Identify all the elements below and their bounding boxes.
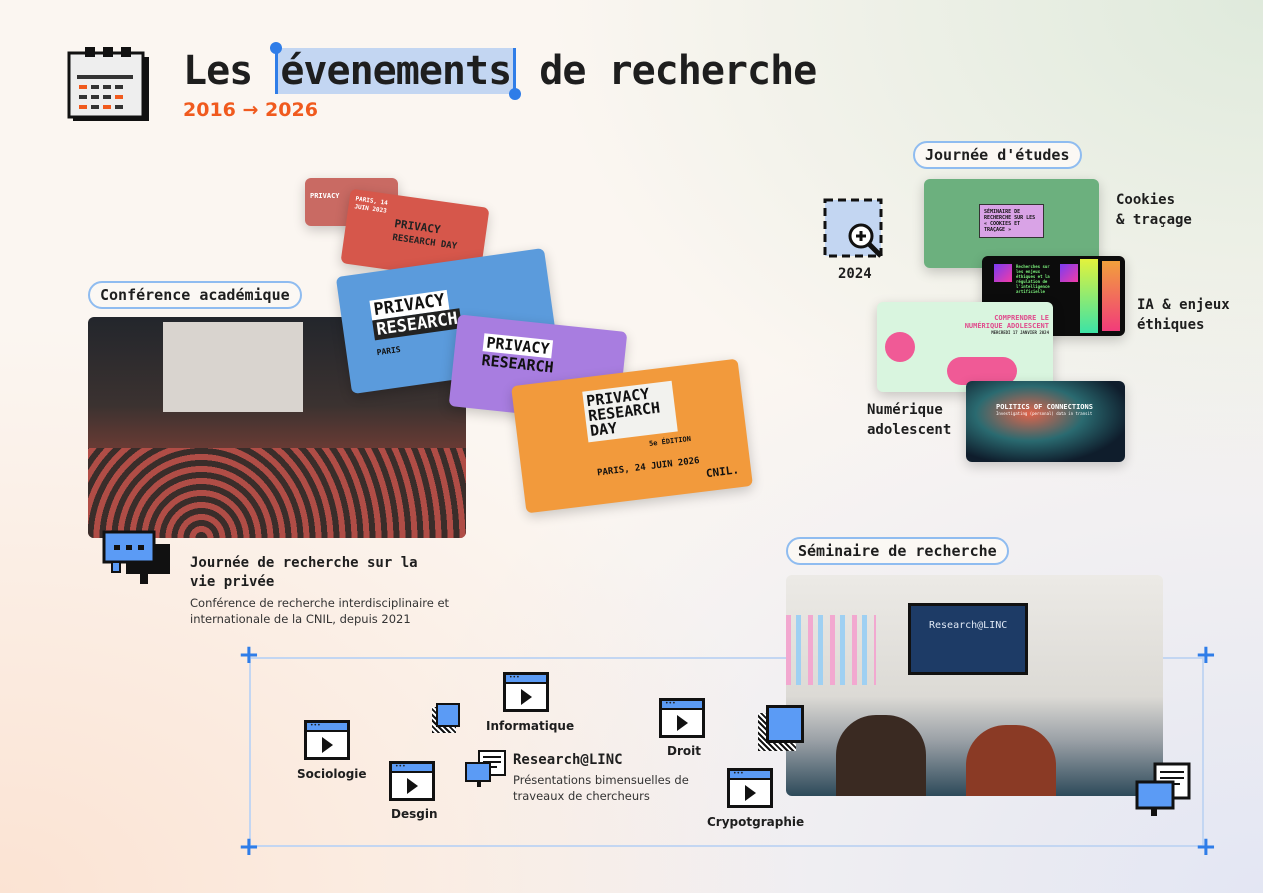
seminar-screen-text: Research@LINC <box>908 603 1028 675</box>
seminar-title: Research@LINC <box>513 752 623 768</box>
video-window-icon: ••• <box>304 720 350 760</box>
topic-sociologie: Sociologie <box>297 767 367 781</box>
topic-informatique: Informatique <box>486 719 575 733</box>
document-chat-icon <box>1135 762 1193 824</box>
video-stack-icon <box>758 705 804 751</box>
calendar-icon <box>65 45 155 125</box>
study-days-tag: Journée d'études <box>913 141 1082 169</box>
zoom-in-icon <box>823 198 887 266</box>
title-post: de recherche <box>539 48 817 94</box>
topic-cryptographie: Crypotgraphie <box>707 815 805 829</box>
label-ia: IA & enjeux éthiques <box>1137 297 1230 333</box>
label-cookies: Cookies & traçage <box>1116 192 1192 228</box>
seminar-photo: Research@LINC <box>786 575 1163 796</box>
conference-photo <box>88 317 466 538</box>
small-video-icon <box>432 703 460 733</box>
video-window-icon: ••• <box>727 768 773 808</box>
conference-title: Journée de recherche sur la vie privée <box>190 555 418 590</box>
topic-droit: Droit <box>667 744 701 758</box>
seminar-tag: Séminaire de recherche <box>786 537 1009 565</box>
years-range: 2016 → 2026 <box>183 99 318 121</box>
chat-bubbles-icon <box>100 528 172 590</box>
topic-design: Desgin <box>391 807 438 821</box>
corner-plus-icon: + <box>238 832 260 862</box>
video-window-icon: ••• <box>389 761 435 801</box>
title-highlight: évenements <box>270 42 522 100</box>
corner-plus-icon: + <box>238 640 260 670</box>
study-year: 2024 <box>838 266 872 282</box>
page-title: Les évenements de recherche <box>183 42 817 100</box>
title-pre: Les <box>183 48 253 94</box>
privacy-card-2023-date: PARIS, 14 JUIN 2023 <box>353 195 389 215</box>
study-card-cookies: SÉMINAIRE DE RECHERCHE SUR LES « COOKIES… <box>924 179 1099 268</box>
conference-tag: Conférence académique <box>88 281 302 309</box>
conference-description: Conférence de recherche interdisciplinai… <box>190 596 450 626</box>
corner-plus-icon: + <box>1195 640 1217 670</box>
video-window-icon: ••• <box>503 672 549 712</box>
seminar-description: Présentations bimensuelles de traveaux d… <box>513 773 689 803</box>
video-window-icon: ••• <box>659 698 705 738</box>
seminar-frame <box>249 657 1204 847</box>
title-highlight-text: évenements <box>280 48 512 94</box>
corner-plus-icon: + <box>1195 832 1217 862</box>
label-ado: Numérique adolescent <box>867 402 952 438</box>
privacy-card-2026: PRIVACY RESEARCH DAY 5e ÉDITION PARIS, 2… <box>511 358 753 514</box>
chat-document-icon <box>465 749 507 795</box>
